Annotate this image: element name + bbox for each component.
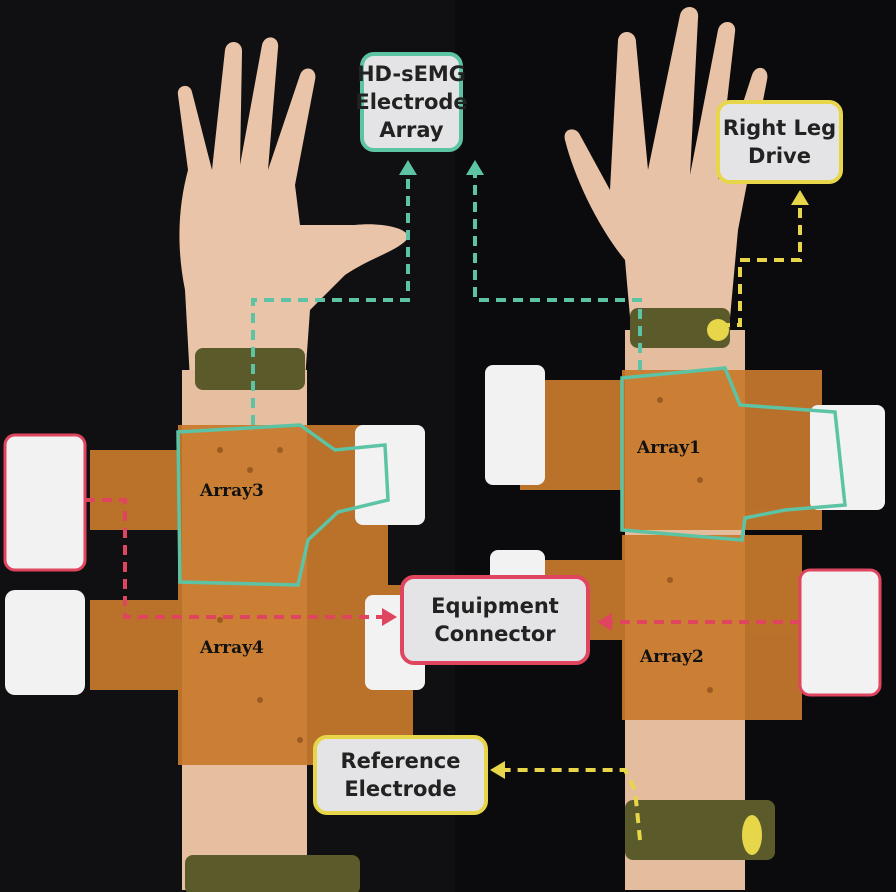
equipment-connector-label: Equipment Connector: [400, 575, 590, 665]
array1-label: Array1: [637, 438, 701, 458]
arrowhead-red-left: [382, 608, 397, 626]
right-elbow-strap: [625, 800, 775, 860]
yellow-arrow-rld: [720, 200, 802, 327]
right-wrist-strap: [630, 308, 730, 348]
teal-arrow-left: [251, 168, 410, 425]
arrowhead-teal-right: [466, 160, 484, 175]
teal-arrow-right: [473, 168, 642, 370]
arrowhead-red-right: [597, 613, 612, 631]
ref-electrode: [742, 815, 762, 855]
rld-electrode: [707, 319, 729, 341]
arrowhead-teal-left: [399, 160, 417, 175]
left-elbow-strap: [185, 855, 360, 892]
right-leg-drive-label: Right Leg Drive: [716, 100, 843, 184]
hd-semg-electrode-array-label: HD-sEMG Electrode Array: [355, 52, 468, 152]
left-wrist-strap: [195, 348, 305, 390]
array3-outline: [176, 423, 390, 587]
electrode-arrays: [90, 370, 822, 765]
electrode-dots: [217, 397, 713, 743]
array1-outline: [620, 366, 847, 542]
reference-electrode-label: Reference Electrode: [313, 735, 488, 815]
array4-label: Array4: [200, 638, 264, 658]
array2-label: Array2: [640, 647, 704, 667]
arrowhead-yellow-ref: [490, 761, 505, 779]
yellow-arrow-ref: [500, 768, 642, 841]
array3-label: Array3: [200, 481, 264, 501]
red-arrow-left: [85, 498, 385, 619]
arrowhead-yellow-rld: [791, 190, 809, 205]
